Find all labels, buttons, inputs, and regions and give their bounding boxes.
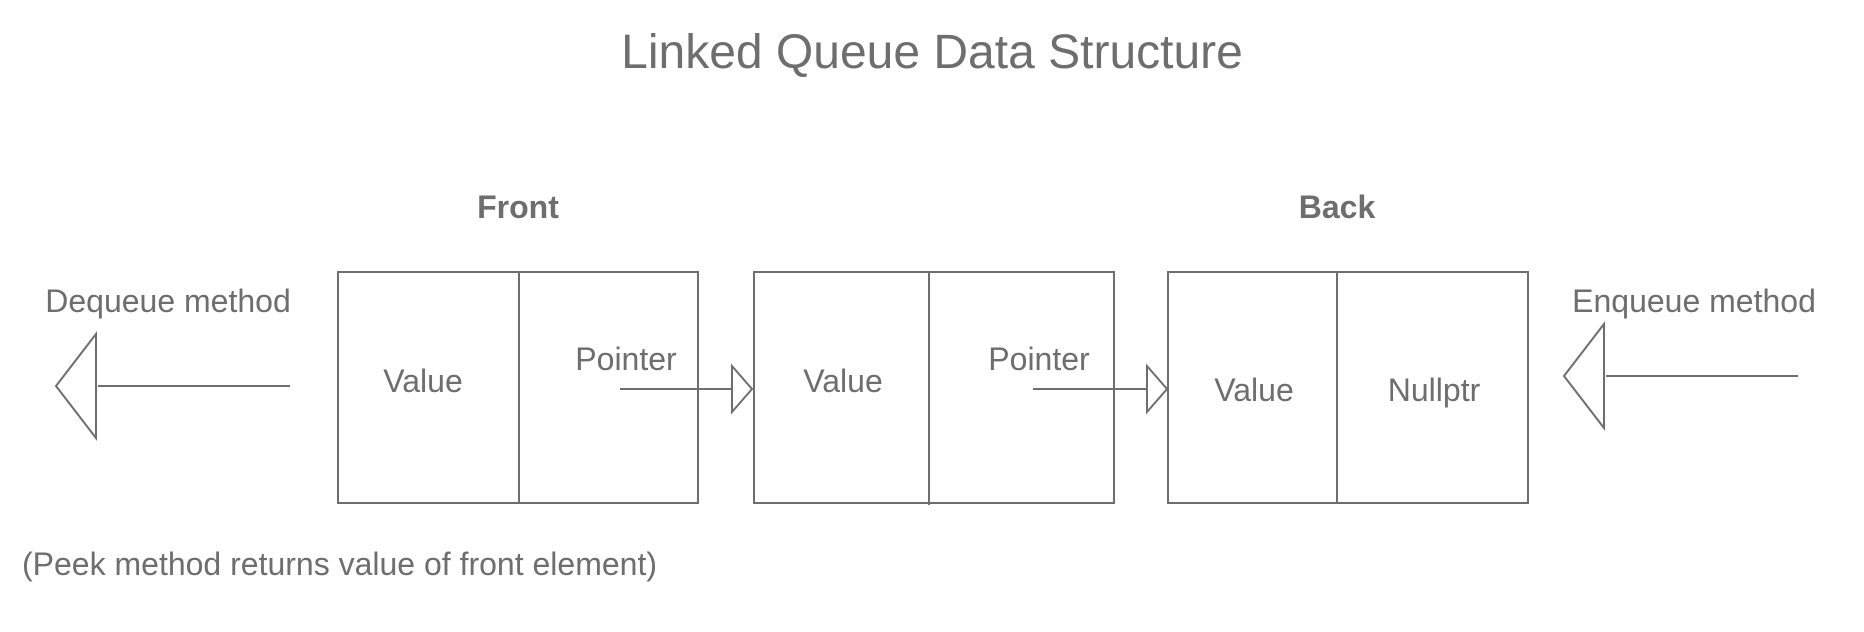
back-label: Back [1299, 189, 1376, 225]
queue-node-front: Value Pointer [337, 271, 699, 504]
node-value-cell: Value [803, 363, 882, 399]
queue-node-middle: Value Pointer [753, 271, 1115, 505]
pointer-arrow [1033, 363, 1169, 415]
diagram-title: Linked Queue Data Structure [621, 26, 1243, 79]
pointer-arrow [620, 363, 754, 415]
node-value-cell: Value [383, 363, 462, 399]
node-pointer-cell: Nullptr [1388, 372, 1481, 408]
front-label: Front [477, 189, 559, 225]
enqueue-arrow [1562, 321, 1798, 431]
dequeue-label: Dequeue method [45, 283, 291, 319]
enqueue-label: Enqueue method [1572, 283, 1816, 319]
node-value-cell: Value [1214, 372, 1293, 408]
dequeue-arrow [54, 331, 290, 441]
node-pointer-cell: Pointer [575, 341, 677, 377]
peek-note: (Peek method returns value of front elem… [22, 546, 657, 582]
node-box [753, 271, 1115, 504]
node-box [1167, 271, 1529, 504]
queue-node-back: Value Nullptr [1167, 271, 1529, 504]
node-pointer-cell: Pointer [988, 341, 1090, 377]
